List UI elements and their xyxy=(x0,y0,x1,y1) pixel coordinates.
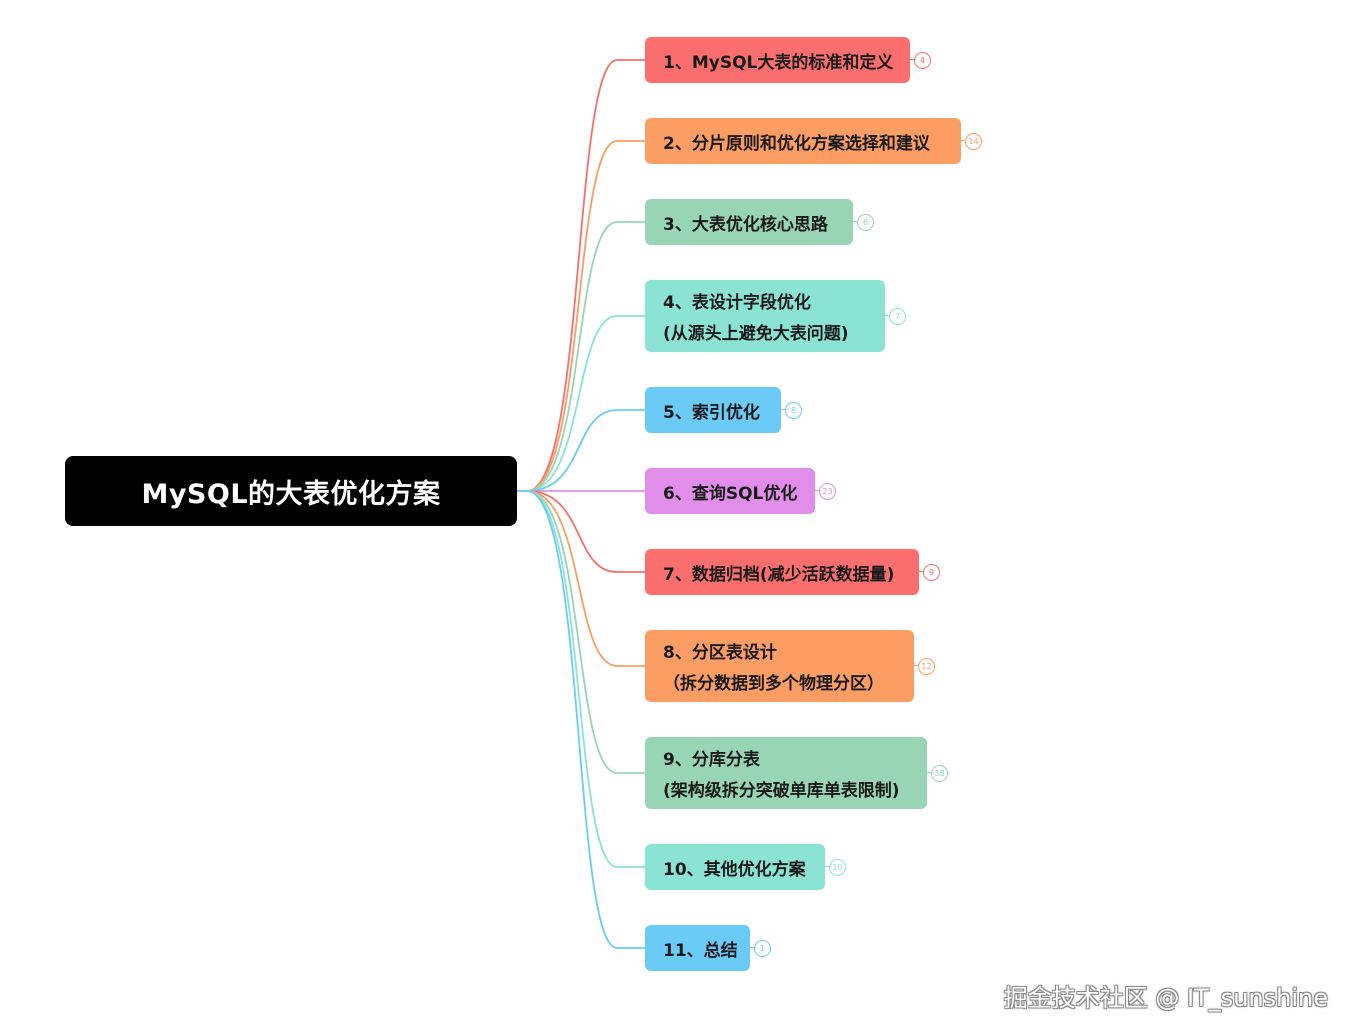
branch-topic-label: 9、分库分表 xyxy=(663,750,760,770)
branch-topic-5[interactable]: 5、索引优化 xyxy=(645,387,781,433)
collapsed-count-badge[interactable]: 10 xyxy=(829,858,846,876)
branch-topic-6[interactable]: 6、查询SQL优化 xyxy=(645,468,815,514)
branch-topic-label: 3、大表优化核心思路 xyxy=(663,214,828,235)
branch-connector xyxy=(517,221,645,492)
branch-topic-2[interactable]: 2、分片原则和优化方案选择和建议 xyxy=(645,118,961,164)
root-topic[interactable]: MySQL的大表优化方案 xyxy=(65,456,517,526)
collapsed-count-badge[interactable]: 7 xyxy=(889,307,906,325)
branch-topic-10[interactable]: 10、其他优化方案 xyxy=(645,844,825,890)
collapsed-count-badge[interactable]: 4 xyxy=(914,51,931,69)
collapsed-count-badge[interactable]: 14 xyxy=(965,132,982,150)
branch-topic-label: 8、分区表设计 xyxy=(663,643,777,663)
branch-topic-8[interactable]: 8、分区表设计 （拆分数据到多个物理分区） xyxy=(645,630,914,702)
branch-connector xyxy=(517,490,645,774)
branch-topic-7[interactable]: 7、数据归档(减少活跃数据量) xyxy=(645,549,919,595)
collapsed-count-badge[interactable]: 12 xyxy=(918,657,935,675)
collapsed-count-badge[interactable]: 1 xyxy=(754,939,771,957)
branch-connector xyxy=(517,490,645,667)
collapsed-count-badge[interactable]: 23 xyxy=(819,482,836,500)
badge-connector xyxy=(885,315,890,317)
root-topic-label: MySQL的大表优化方案 xyxy=(141,478,441,510)
branch-topic-11[interactable]: 11、总结 xyxy=(645,925,750,971)
branch-topic-4[interactable]: 4、表设计字段优化 (从源头上避免大表问题) xyxy=(645,280,885,352)
badge-connector xyxy=(815,490,820,492)
branch-topic-1[interactable]: 1、MySQL大表的标准和定义 xyxy=(645,37,910,83)
badge-connector xyxy=(961,140,966,142)
branch-topic-label: 7、数据归档(减少活跃数据量) xyxy=(663,564,895,585)
badge-connector xyxy=(914,665,919,667)
branch-connector xyxy=(517,140,645,492)
badge-connector xyxy=(781,409,786,411)
badge-connector xyxy=(919,571,924,573)
branch-topic-label: 6、查询SQL优化 xyxy=(663,483,798,504)
badge-connector xyxy=(910,59,915,61)
branch-topic-sublabel: (从源头上避免大表问题) xyxy=(663,324,849,344)
collapsed-count-badge[interactable]: 6 xyxy=(857,213,874,231)
branch-topic-label: 10、其他优化方案 xyxy=(663,859,806,880)
branch-topic-label: 4、表设计字段优化 xyxy=(663,293,811,313)
badge-connector xyxy=(927,772,932,774)
collapsed-count-badge[interactable]: 9 xyxy=(923,563,940,581)
branch-topic-sublabel: （拆分数据到多个物理分区） xyxy=(663,674,884,694)
collapsed-count-badge[interactable]: 8 xyxy=(785,401,802,419)
branch-connector xyxy=(517,59,645,492)
badge-connector xyxy=(825,866,830,868)
branch-connector xyxy=(517,490,645,868)
badge-connector xyxy=(853,221,858,223)
branch-topic-sublabel: (架构级拆分突破单库单表限制) xyxy=(663,781,900,801)
branch-topic-label: 11、总结 xyxy=(663,940,738,961)
branch-topic-3[interactable]: 3、大表优化核心思路 xyxy=(645,199,853,245)
branch-topic-9[interactable]: 9、分库分表 (架构级拆分突破单库单表限制) xyxy=(645,737,927,809)
watermark: 掘金技术社区 @ IT_sunshine xyxy=(1003,984,1328,1012)
branch-connector xyxy=(517,490,645,949)
badge-connector xyxy=(750,947,755,949)
branch-topic-label: 5、索引优化 xyxy=(663,402,760,423)
branch-topic-label: 2、分片原则和优化方案选择和建议 xyxy=(663,133,930,154)
branch-connector xyxy=(517,409,645,492)
collapsed-count-badge[interactable]: 38 xyxy=(931,764,948,782)
branch-connector xyxy=(517,490,645,573)
branch-connector xyxy=(517,315,645,492)
branch-topic-label: 1、MySQL大表的标准和定义 xyxy=(663,52,894,73)
